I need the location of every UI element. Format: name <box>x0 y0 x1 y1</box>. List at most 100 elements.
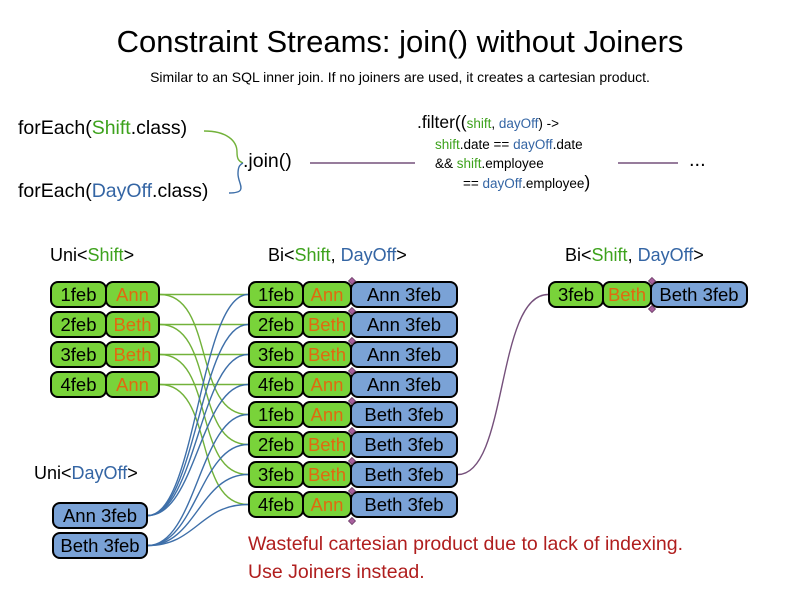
dayoff-stream-to-join-line <box>228 162 244 194</box>
code-text: forEach( <box>18 117 92 139</box>
warning-note: Wasteful cartesian product due to lack o… <box>248 531 683 586</box>
dayoff-cell: Beth 3feb <box>350 431 458 458</box>
filter-line-2: shift.date == dayOff.date <box>435 135 590 154</box>
shift-employee-cell: Beth <box>602 281 652 308</box>
label-text: Bi< <box>565 245 592 265</box>
code-text: , <box>491 116 499 131</box>
dayoff-to-cartesian-line <box>147 413 249 547</box>
code-text: .class) <box>152 180 209 202</box>
label-text: , <box>627 245 638 265</box>
shift-employee-cell: Ann <box>302 491 352 518</box>
code-text: forEach( <box>18 180 92 202</box>
filter-line-1: .filter((shift, dayOff) -> <box>417 111 590 135</box>
label-text: > <box>693 245 704 265</box>
label-text: , <box>330 245 341 265</box>
shift-date-cell: 4feb <box>248 491 304 518</box>
shift-date-cell: 1feb <box>248 281 304 308</box>
code-filter-block: .filter((shift, dayOff) -> shift.date ==… <box>417 111 590 193</box>
uni-shift-label: Uni<Shift> <box>50 245 134 266</box>
shift-date-cell: 3feb <box>50 341 107 368</box>
code-foreach-shift: forEach(Shift.class) <box>18 117 187 140</box>
dayoff-cell: Ann 3feb <box>350 311 458 338</box>
label-text: > <box>396 245 407 265</box>
shift-to-cartesian-line <box>159 293 249 416</box>
slide-subtitle: Similar to an SQL inner join. If no join… <box>150 69 650 85</box>
dayoff-cell: Beth 3feb <box>350 491 458 518</box>
dayoff-cell: Ann 3feb <box>52 502 148 529</box>
shift-date-cell: 4feb <box>50 371 107 398</box>
label-text: > <box>127 463 138 483</box>
dayoff-type-token: DayOff <box>340 245 397 265</box>
shift-type-token: Shift <box>87 245 124 265</box>
shift-employee-cell: Beth <box>302 461 352 488</box>
shift-employee-cell: Beth <box>105 341 160 368</box>
shift-employee-cell: Ann <box>302 371 352 398</box>
label-text: Uni< <box>34 463 72 483</box>
dayoff-cell: Beth 3feb <box>350 401 458 428</box>
uni-dayoff-label: Uni<DayOff> <box>34 463 138 484</box>
dayoff-type-token: DayOff <box>637 245 694 265</box>
code-ellipsis: ... <box>689 149 706 171</box>
shift-param-token: shift <box>466 116 492 131</box>
shift-employee-cell: Ann <box>105 371 160 398</box>
dayoff-to-cartesian-line <box>147 473 249 547</box>
slide-title: Constraint Streams: join() without Joine… <box>116 24 684 59</box>
dayoff-cell: Beth 3feb <box>52 532 148 559</box>
dayoff-to-cartesian-line <box>147 353 249 517</box>
shift-class-token: Shift <box>91 117 131 139</box>
shift-employee-cell: Ann <box>105 281 160 308</box>
code-text: ) -> <box>538 116 560 131</box>
dayoff-to-cartesian-line <box>147 293 249 517</box>
shift-date-cell: 2feb <box>248 311 304 338</box>
bi-mid-label: Bi<Shift, DayOff> <box>268 245 407 266</box>
shift-to-cartesian-line <box>159 353 249 476</box>
code-text: .filter(( <box>417 112 467 132</box>
cartesian-to-filtered-line <box>457 293 549 476</box>
dayoff-param-token: dayOff <box>498 116 539 131</box>
dayoff-to-cartesian-line <box>147 503 249 547</box>
shift-to-cartesian-line <box>159 323 249 446</box>
code-foreach-dayoff: forEach(DayOff.class) <box>18 180 208 203</box>
shift-stream-to-join-line <box>203 130 244 164</box>
shift-employee-cell: Ann <box>302 281 352 308</box>
shift-date-cell: 3feb <box>548 281 604 308</box>
code-text: == <box>463 176 483 191</box>
code-text: .employee <box>522 176 585 191</box>
shift-param-token: shift <box>435 137 460 152</box>
dayoff-param-token: dayOff <box>482 176 523 191</box>
dayoff-row: Beth 3feb <box>52 532 148 559</box>
label-text: Uni< <box>50 245 88 265</box>
bi-right-label: Bi<Shift, DayOff> <box>565 245 704 266</box>
shift-date-cell: 2feb <box>50 311 107 338</box>
code-text: && <box>435 156 457 171</box>
shift-employee-cell: Beth <box>302 311 352 338</box>
dayoff-cell: Beth 3feb <box>350 461 458 488</box>
label-text: > <box>123 245 135 265</box>
dayoff-row: Ann 3feb <box>52 502 148 529</box>
shift-employee-cell: Beth <box>105 311 160 338</box>
dayoff-cell: Beth 3feb <box>650 281 748 308</box>
shift-param-token: shift <box>456 156 482 171</box>
shift-employee-cell: Ann <box>302 401 352 428</box>
code-text: .class) <box>130 117 188 139</box>
shift-date-cell: 3feb <box>248 461 304 488</box>
shift-to-cartesian-line <box>159 383 249 506</box>
shift-date-cell: 4feb <box>248 371 304 398</box>
filter-line-3: && shift.employee <box>435 154 590 173</box>
code-join: .join() <box>243 150 292 172</box>
filter-line-4: == dayOff.employee) <box>463 173 590 193</box>
shift-date-cell: 1feb <box>248 401 304 428</box>
shift-date-cell: 2feb <box>248 431 304 458</box>
shift-type-token: Shift <box>294 245 331 265</box>
